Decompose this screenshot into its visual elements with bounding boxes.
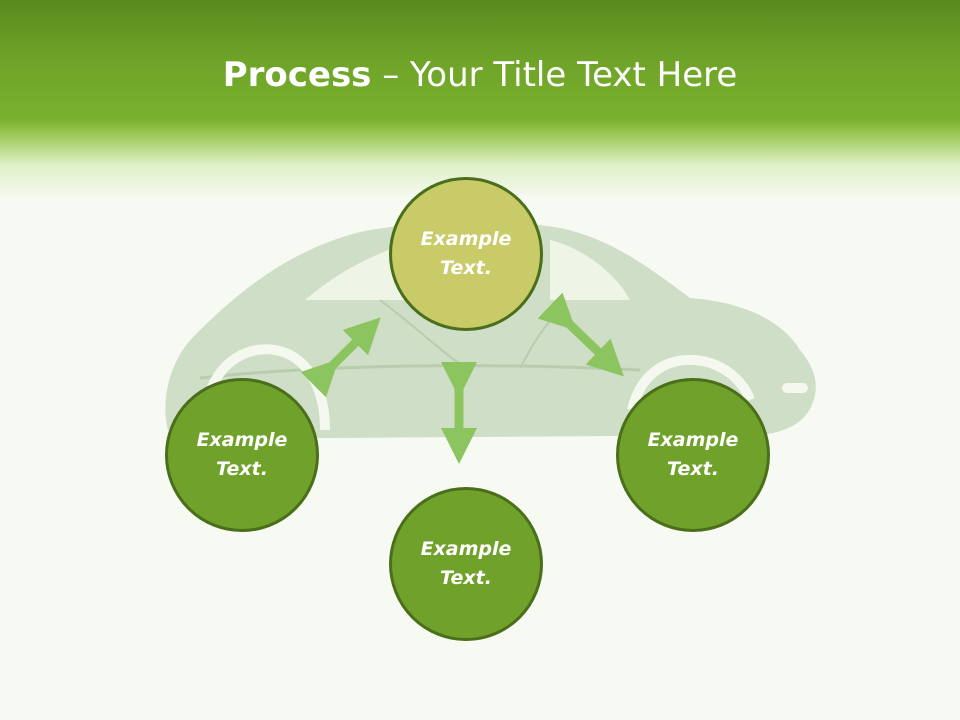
title-rest: – Your Title Text Here <box>371 55 738 95</box>
node-top: Example Text. <box>389 177 543 331</box>
arrow-top-left <box>300 317 381 398</box>
header-banner <box>0 0 960 200</box>
node-bottom-line1: Example <box>420 538 512 560</box>
slide-title: Process – Your Title Text Here <box>0 50 960 100</box>
node-right-line1: Example <box>647 429 739 451</box>
node-bottom-line2: Text. <box>440 567 492 589</box>
node-left-line2: Text. <box>216 458 268 480</box>
node-right-line2: Text. <box>667 458 719 480</box>
node-left: Example Text. <box>165 378 319 532</box>
node-top-line2: Text. <box>440 257 492 279</box>
node-bottom: Example Text. <box>389 487 543 641</box>
title-bold: Process <box>222 55 372 95</box>
node-right: Example Text. <box>616 378 770 532</box>
node-left-line1: Example <box>196 429 288 451</box>
node-top-line1: Example <box>420 228 512 250</box>
arrow-top-right <box>537 292 624 377</box>
